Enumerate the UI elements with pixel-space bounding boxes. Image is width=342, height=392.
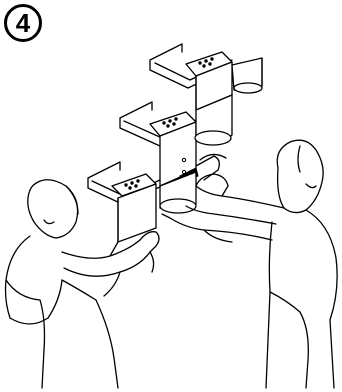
middle-bracket <box>119 94 233 187</box>
step-number-badge: 4 <box>4 4 42 42</box>
lower-bracket <box>87 161 197 243</box>
right-person <box>161 139 338 389</box>
left-person <box>4 179 160 389</box>
upper-bracket <box>149 43 263 111</box>
step-number: 4 <box>15 8 31 38</box>
